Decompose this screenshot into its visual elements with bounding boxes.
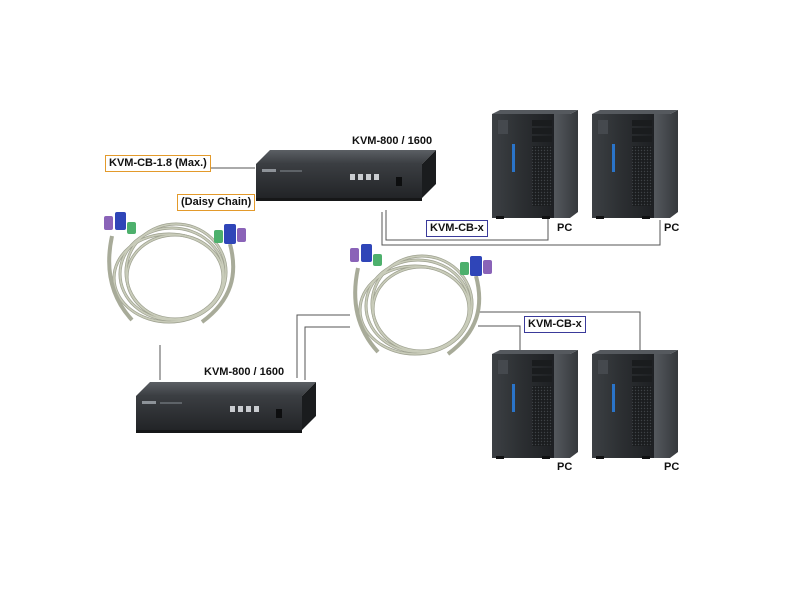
label-cable-daisy: KVM-CB-1.8 (Max.)	[105, 155, 211, 172]
kvm-switch-bottom-icon	[136, 382, 316, 433]
kvm-cable-pc-icon	[348, 242, 494, 356]
kvm-switch-top-icon	[256, 150, 436, 201]
connection-lines	[159, 167, 661, 380]
label-kvm-top: KVM-800 / 1600	[352, 135, 433, 147]
label-kvm-bottom: KVM-800 / 1600	[204, 366, 285, 378]
line-kvm-bottom-to-coil-a	[296, 314, 350, 378]
line-kvm-bottom-to-coil-b	[304, 326, 350, 380]
label-pc-2: PC	[664, 222, 680, 234]
label-cable-bottom: KVM-CB-x	[524, 316, 586, 333]
label-pc-1: PC	[557, 222, 573, 234]
line-coil-to-pc3	[478, 325, 521, 350]
pc-tower-3-icon	[492, 350, 578, 459]
kvm-cable-daisy-icon	[102, 210, 248, 324]
label-daisy-chain: (Daisy Chain)	[177, 194, 256, 211]
label-cable-top: KVM-CB-x	[426, 220, 488, 237]
pc-tower-2-icon	[592, 110, 678, 219]
pc-tower-1-icon	[492, 110, 578, 219]
line-kvm-top-to-pc1	[385, 210, 549, 241]
pc-tower-4-icon	[592, 350, 678, 459]
label-pc-4: PC	[664, 461, 680, 473]
label-pc-3: PC	[557, 461, 573, 473]
line-kvm-top-to-pc2	[381, 212, 661, 246]
line-coil-to-pc4	[478, 311, 641, 352]
